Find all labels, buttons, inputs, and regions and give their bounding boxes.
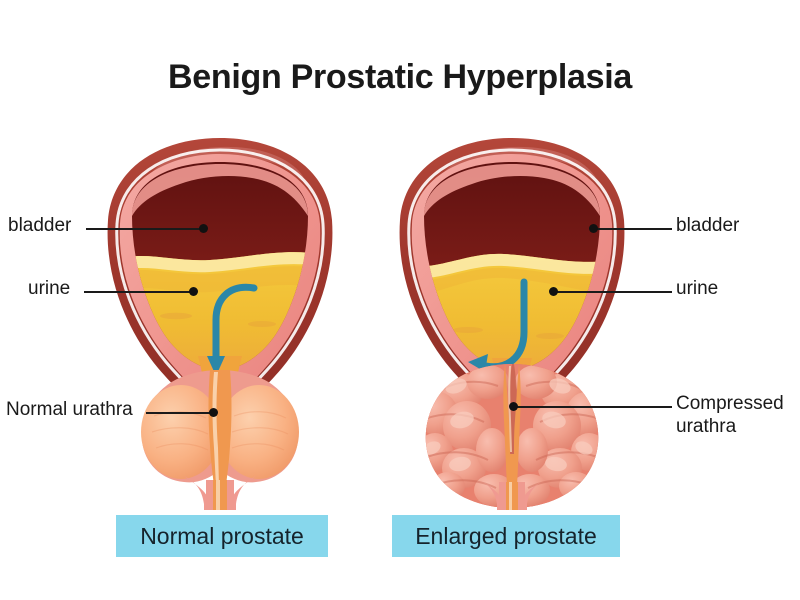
leader-dot-bladder-left: [199, 224, 208, 233]
urine-band: [424, 267, 600, 298]
leader-line-bladder-right: [592, 228, 672, 230]
leader-line-bladder-left: [86, 228, 204, 230]
prostate-nodule: [515, 365, 557, 399]
leader-dot-normal-urethra: [209, 408, 218, 417]
label-compressed-urethra-line1: Compressed: [676, 393, 784, 414]
urethra-channel-compressed: [503, 364, 521, 486]
label-compressed-urethra-line2: urathra: [676, 416, 737, 437]
urine-flow-arrowhead: [207, 356, 225, 376]
bladder-cavity-ceiling: [424, 164, 600, 216]
leader-line-compressed-urethra: [516, 406, 672, 408]
urethra-stem-lumen-highlight: [216, 480, 220, 510]
label-bladder-right: bladder: [676, 215, 740, 236]
figure-enlarged-prostate: [372, 120, 652, 510]
prostate-nodule: [431, 472, 465, 500]
leader-line-normal-urethra: [146, 412, 214, 414]
prostate-nodule: [476, 428, 508, 472]
urine-speckle-right: [536, 333, 564, 339]
bladder-gloss-highlight: [152, 146, 304, 178]
figure-normal-prostate: [80, 120, 360, 510]
prostate-lobe-left: [141, 385, 221, 479]
prostate-lobe-right: [219, 385, 299, 479]
leader-dot-urine-right: [549, 287, 558, 296]
caption-enlarged-prostate: Enlarged prostate: [392, 515, 620, 557]
urine-speckle-left: [160, 312, 192, 320]
prostate-median-furrow: [508, 364, 518, 508]
label-normal-urethra: Normal urathra: [6, 399, 133, 420]
urine-flow-arrow: [212, 283, 258, 362]
urine-flow-arrowhead: [468, 354, 488, 372]
leader-line-urine-left: [84, 291, 194, 293]
leader-line-urine-right: [552, 291, 672, 293]
urine-speckle-left: [453, 327, 483, 333]
urine-speckle-right: [248, 321, 276, 327]
leader-dot-compressed-urethra: [509, 402, 518, 411]
label-bladder-left: bladder: [8, 215, 72, 236]
label-urine-left: urine: [28, 278, 71, 299]
leader-dot-urine-left: [189, 287, 198, 296]
prostate-nodule: [467, 365, 509, 399]
bladder-cavity-ceiling: [132, 164, 308, 216]
enlarged-prostate-illustration: [399, 138, 625, 510]
label-urine-right: urine: [676, 278, 719, 299]
urine-surface-highlight: [132, 252, 308, 273]
urethra-stem-lumen-highlight: [509, 482, 512, 510]
caption-normal-prostate: Normal prostate: [116, 515, 328, 557]
page-title: Benign Prostatic Hyperplasia: [168, 58, 632, 96]
urethra-channel-highlight: [212, 372, 219, 486]
leader-dot-bladder-right: [589, 224, 598, 233]
prostate-lobe-texture: [151, 411, 289, 451]
bladder-gloss-highlight: [444, 146, 596, 178]
urine-surface-highlight: [424, 253, 600, 279]
label-compressed-urethra: Compressed urathra: [676, 392, 784, 438]
prostate-nodule: [516, 428, 548, 472]
normal-prostate-illustration: [107, 138, 333, 510]
prostate-nodule: [559, 472, 593, 500]
urine-band: [132, 266, 308, 293]
